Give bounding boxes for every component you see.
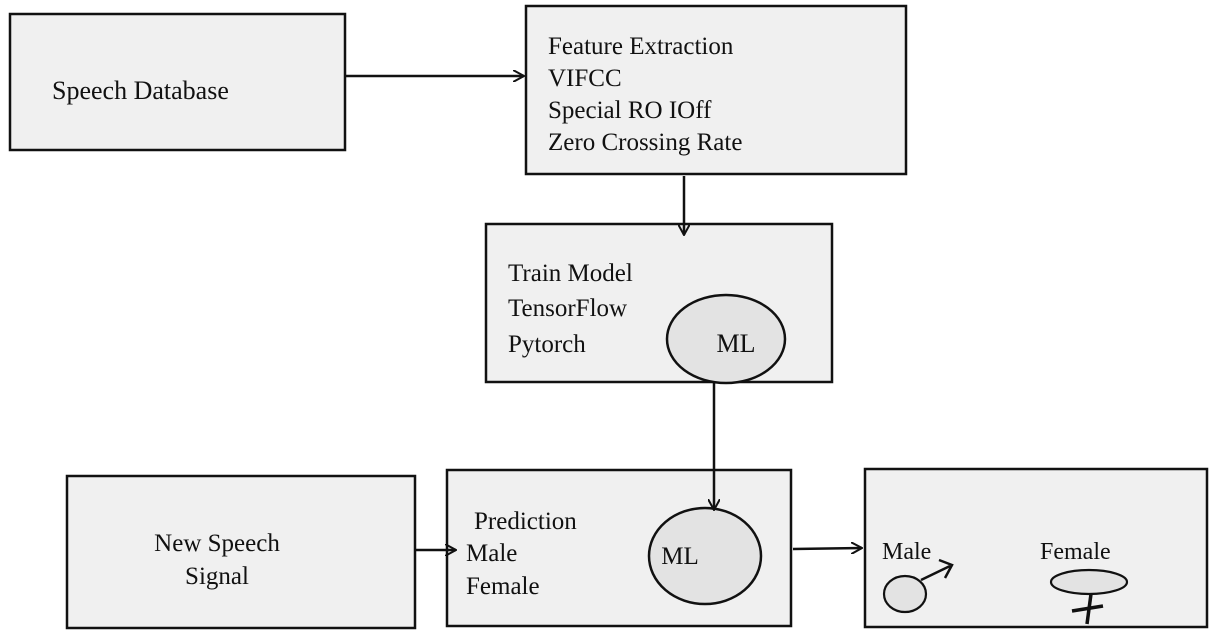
train-model-title: Train Model	[508, 260, 633, 287]
new-speech-line-1: New Speech	[154, 530, 280, 557]
feature-extraction-node: Feature Extraction VIFCC Special RO IOff…	[524, 4, 908, 176]
prediction-female: Female	[466, 573, 540, 600]
new-speech-signal-node: New Speech Signal	[65, 474, 417, 630]
prediction-node: Prediction Male Female ML	[445, 468, 793, 628]
speech-database-node: Speech Database	[8, 12, 347, 152]
train-model-tensorflow: TensorFlow	[508, 295, 627, 322]
output-node: Male Female	[863, 467, 1209, 629]
prediction-male: Male	[466, 540, 517, 567]
prediction-title: Prediction	[474, 508, 577, 535]
edges	[345, 76, 862, 550]
feature-vifcc: VIFCC	[548, 65, 622, 92]
edge-prediction-to-output	[792, 548, 862, 549]
speech-database-label: Speech Database	[52, 76, 229, 105]
speech-database-box	[8, 12, 347, 152]
new-speech-line-2: Signal	[185, 563, 249, 590]
train-model-node: Train Model TensorFlow Pytorch ML	[484, 222, 834, 385]
female-symbol-icon	[1049, 568, 1129, 625]
feature-extraction-title: Feature Extraction	[548, 33, 734, 60]
output-female-label: Female	[1040, 539, 1111, 565]
feature-zero-crossing-rate: Zero Crossing Rate	[548, 129, 742, 156]
male-symbol-icon	[882, 558, 954, 614]
train-model-pytorch: Pytorch	[508, 331, 586, 358]
new-speech-signal-box	[65, 474, 417, 630]
train-ml-label: ML	[717, 329, 756, 358]
output-male-label: Male	[882, 539, 931, 565]
prediction-ml-circle	[647, 506, 763, 606]
feature-special-rolloff: Special RO IOff	[548, 97, 712, 124]
train-ml-circle	[665, 293, 787, 385]
prediction-ml-label: ML	[661, 543, 699, 570]
feature-extraction-box	[524, 4, 908, 176]
